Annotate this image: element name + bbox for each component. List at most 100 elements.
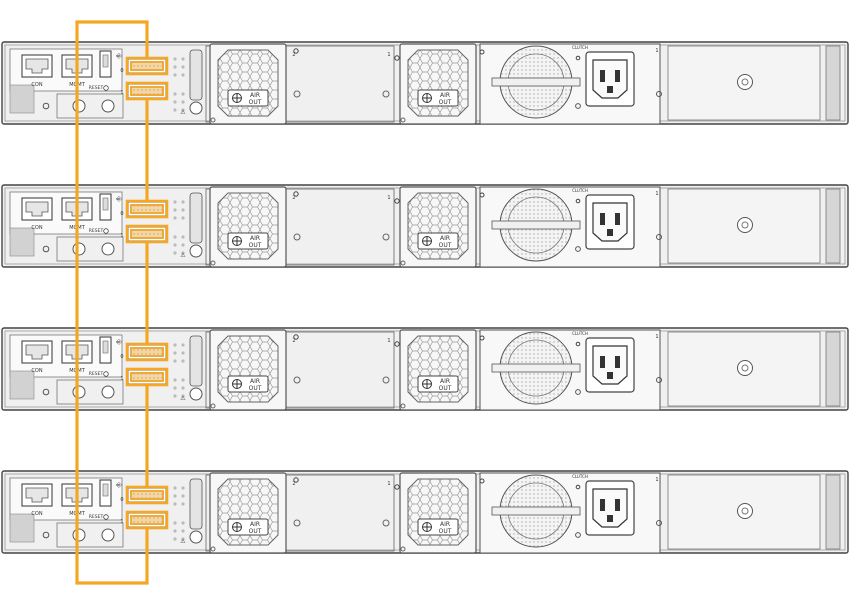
stacking-connector	[125, 485, 169, 505]
air-out-label: AIR	[440, 92, 450, 99]
ac-pin	[615, 499, 620, 511]
psu-slot-1-label: 1	[655, 334, 658, 340]
reset-button[interactable]	[103, 514, 109, 520]
fan-latch-icon	[210, 403, 216, 409]
air-out-label: AIR	[250, 378, 260, 385]
status-led	[181, 108, 185, 112]
fan-slot-1-label: 1	[387, 52, 390, 58]
port-0-label: 0	[120, 211, 123, 217]
usb-port-slot	[102, 483, 109, 497]
status-led	[173, 100, 177, 104]
ac-pin	[600, 499, 605, 511]
blank-slot-screw-inner	[741, 78, 749, 86]
rack-ear	[825, 45, 841, 121]
grounding-pad	[9, 84, 35, 114]
clutch-label: CLUTCH	[572, 45, 588, 50]
status-led	[181, 208, 185, 212]
power-supply[interactable]: CLUTCH 1	[479, 329, 662, 411]
port-0-label: 0	[120, 497, 123, 503]
rack-ear	[825, 188, 841, 264]
status-led	[173, 65, 177, 69]
air-out-label: OUT	[249, 242, 262, 249]
usb-port-slot	[102, 54, 109, 68]
thumbscrew	[189, 530, 203, 544]
usb-icon: ⎆	[116, 52, 122, 60]
rack-ear	[825, 331, 841, 407]
fan-bay-area	[205, 45, 395, 123]
status-led	[173, 529, 177, 533]
status-led	[173, 502, 177, 506]
screw-icon	[293, 376, 301, 384]
sensor-bay	[56, 522, 124, 548]
ac-inlet-socket	[592, 59, 628, 99]
thumbscrew	[189, 387, 203, 401]
ground-screw-icon	[42, 388, 50, 396]
console-port-socket	[25, 487, 49, 503]
fan-slot-1-label: 1	[387, 195, 390, 201]
usb-icon: ⎆	[116, 338, 122, 346]
blank-slot-screw-inner	[741, 507, 749, 515]
stacking-connector-pins	[132, 374, 162, 380]
ac-pin	[600, 213, 605, 225]
air-out-label: OUT	[249, 528, 262, 535]
status-led	[181, 494, 185, 498]
status-led	[181, 351, 185, 355]
status-led	[173, 108, 177, 112]
port-0-label: 0	[120, 68, 123, 74]
fan-icon	[422, 93, 432, 103]
air-out-label: AIR	[440, 235, 450, 242]
ac-pin	[600, 356, 605, 368]
ac-pin	[607, 372, 613, 379]
usb-icon: ⎆	[116, 195, 122, 203]
stacking-connector-pins	[132, 349, 162, 355]
psu-screw-icon	[656, 520, 662, 526]
fan-slot-1-label: 1	[387, 338, 390, 344]
psu-handle-bar	[491, 220, 581, 230]
reset-button[interactable]	[103, 228, 109, 234]
fan-icon	[422, 522, 432, 532]
psu-slot-1-label: 1	[655, 48, 658, 54]
sensor-bay	[56, 93, 124, 119]
air-out-label: AIR	[440, 378, 450, 385]
status-led	[181, 243, 185, 247]
reset-button[interactable]	[103, 371, 109, 377]
status-led	[181, 100, 185, 104]
warning-icon: ⚠	[180, 252, 186, 259]
stacking-connector	[125, 367, 169, 387]
fan-indicator-icon	[394, 198, 400, 204]
psu-led-icon	[575, 341, 581, 347]
ground-screw-icon	[42, 245, 50, 253]
power-supply[interactable]: CLUTCH 1	[479, 43, 662, 125]
fan-indicator-icon	[293, 191, 299, 197]
screw-icon	[293, 90, 301, 98]
stacking-connector	[125, 224, 169, 244]
air-out-label: AIR	[440, 521, 450, 528]
status-led	[181, 216, 185, 220]
clutch-label: CLUTCH	[572, 331, 588, 336]
fan-latch-icon	[210, 117, 216, 123]
fan-latch-icon	[400, 403, 406, 409]
fan-indicator-icon	[293, 477, 299, 483]
fan-indicator-icon	[394, 55, 400, 61]
status-led	[181, 486, 185, 490]
reset-button[interactable]	[103, 85, 109, 91]
warning-icon: ⚠	[180, 395, 186, 402]
fan-latch-icon	[400, 117, 406, 123]
console-port-socket	[25, 344, 49, 360]
psu-handle-bar	[491, 506, 581, 516]
grounding-pad	[9, 370, 35, 400]
